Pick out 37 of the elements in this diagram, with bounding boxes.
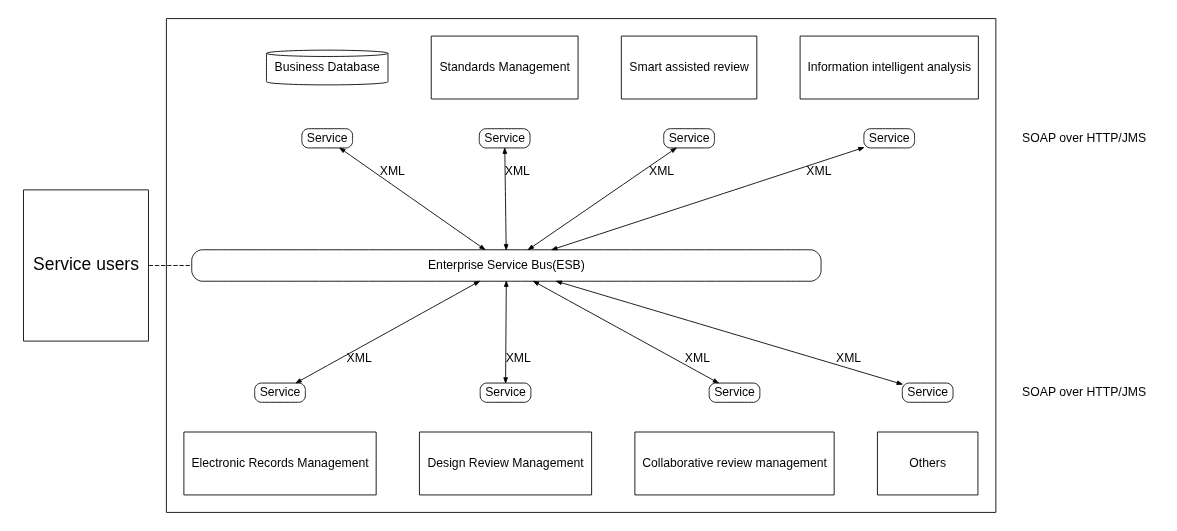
node-box: Service users — [22, 189, 149, 342]
node-box: Enterprise Service Bus(ESB) — [190, 249, 821, 282]
node-box: Smart assisted review — [620, 35, 757, 100]
node-box: Service — [478, 128, 530, 149]
node-box: Standards Management — [430, 35, 578, 100]
arrow — [532, 280, 719, 384]
edge-label: XML — [835, 351, 861, 366]
node-box: Collaborative review management — [633, 431, 835, 496]
arrow — [295, 280, 480, 384]
label: SOAP over HTTP/JMS — [1021, 130, 1146, 145]
connector — [147, 265, 192, 266]
node-box: Service — [479, 382, 531, 403]
node-box: Service — [708, 382, 760, 403]
arrow — [502, 280, 509, 384]
arrow — [555, 280, 903, 385]
node-box: Information intelligent analysis — [799, 35, 979, 100]
node-box: Design Review Management — [418, 431, 592, 496]
node-box: Service — [862, 128, 915, 149]
arrow — [502, 147, 508, 251]
edge-label: XML — [805, 164, 831, 179]
node-box: Service — [662, 128, 715, 149]
edge-label: XML — [379, 164, 405, 179]
node-box: Electronic Records Management — [182, 431, 377, 496]
edge-label: XML — [504, 164, 530, 179]
node-box: Others — [876, 431, 978, 496]
node-box: Service — [300, 128, 353, 149]
arrow — [527, 147, 677, 251]
label: SOAP over HTTP/JMS — [1021, 384, 1146, 399]
node-box: Service — [901, 382, 953, 403]
edge-label: XML — [505, 351, 531, 366]
edge-label: XML — [346, 351, 372, 366]
arrow — [550, 147, 864, 251]
edge-label: XML — [684, 351, 710, 366]
node-box: Service — [253, 382, 306, 403]
edge-label: XML — [648, 164, 674, 179]
cluster — [165, 18, 996, 513]
arrow — [338, 147, 485, 251]
